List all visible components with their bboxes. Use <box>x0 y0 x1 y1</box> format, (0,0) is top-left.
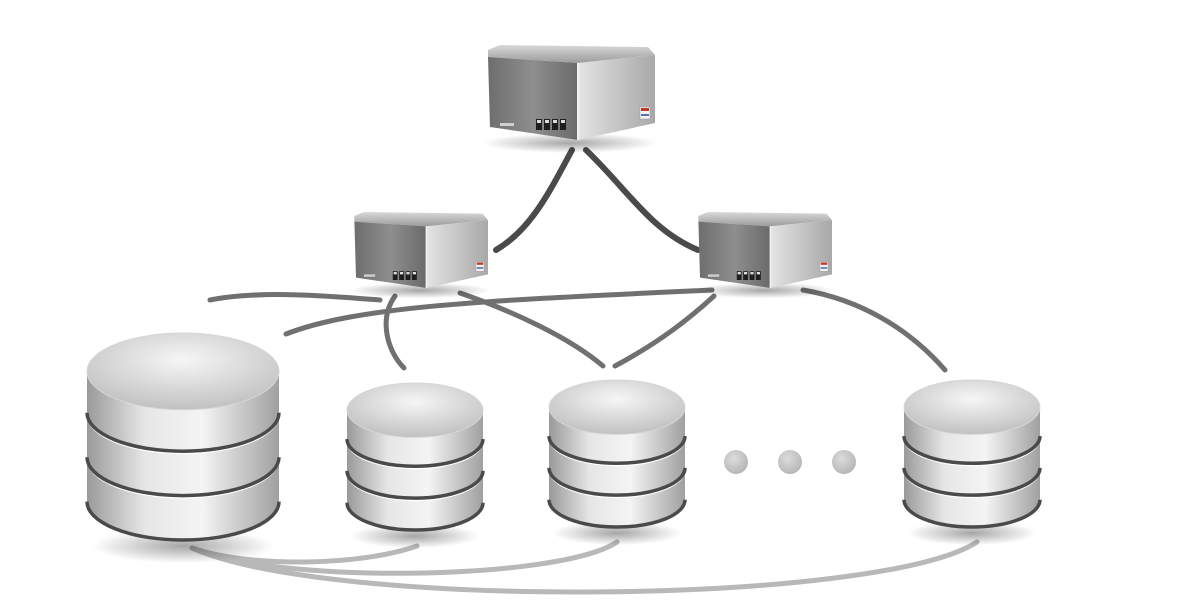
server-database-edges <box>207 287 948 373</box>
ellipsis-dot <box>832 450 856 474</box>
server-top-server-icon <box>482 45 658 153</box>
edge-db-large-to-db-3 <box>189 539 980 595</box>
edge-server-left-to-db-2 <box>457 290 606 369</box>
server-left-server-icon <box>349 212 491 299</box>
edge-server-right-to-db-2 <box>612 293 717 369</box>
edge-server-left-to-db-large <box>207 292 383 303</box>
db-2-database-icon <box>547 379 687 546</box>
db-3-database-icon <box>902 379 1042 546</box>
edge-server-right-to-db-large <box>283 287 715 337</box>
edge-server-left-to-db-1 <box>383 293 407 371</box>
edge-server-right-to-db-3 <box>800 287 948 373</box>
db-1-database-icon <box>345 382 485 549</box>
server-right-server-icon <box>693 212 835 299</box>
ellipsis-dots <box>724 450 856 474</box>
database-links <box>189 539 980 595</box>
server-server-edges <box>493 147 701 253</box>
edge-server-top-to-server-right <box>583 147 701 253</box>
ellipsis-dot <box>778 450 802 474</box>
nodes <box>85 45 1042 564</box>
db-large-database-icon <box>85 332 281 564</box>
ellipsis-dot <box>724 450 748 474</box>
edge-server-top-to-server-left <box>493 147 575 253</box>
